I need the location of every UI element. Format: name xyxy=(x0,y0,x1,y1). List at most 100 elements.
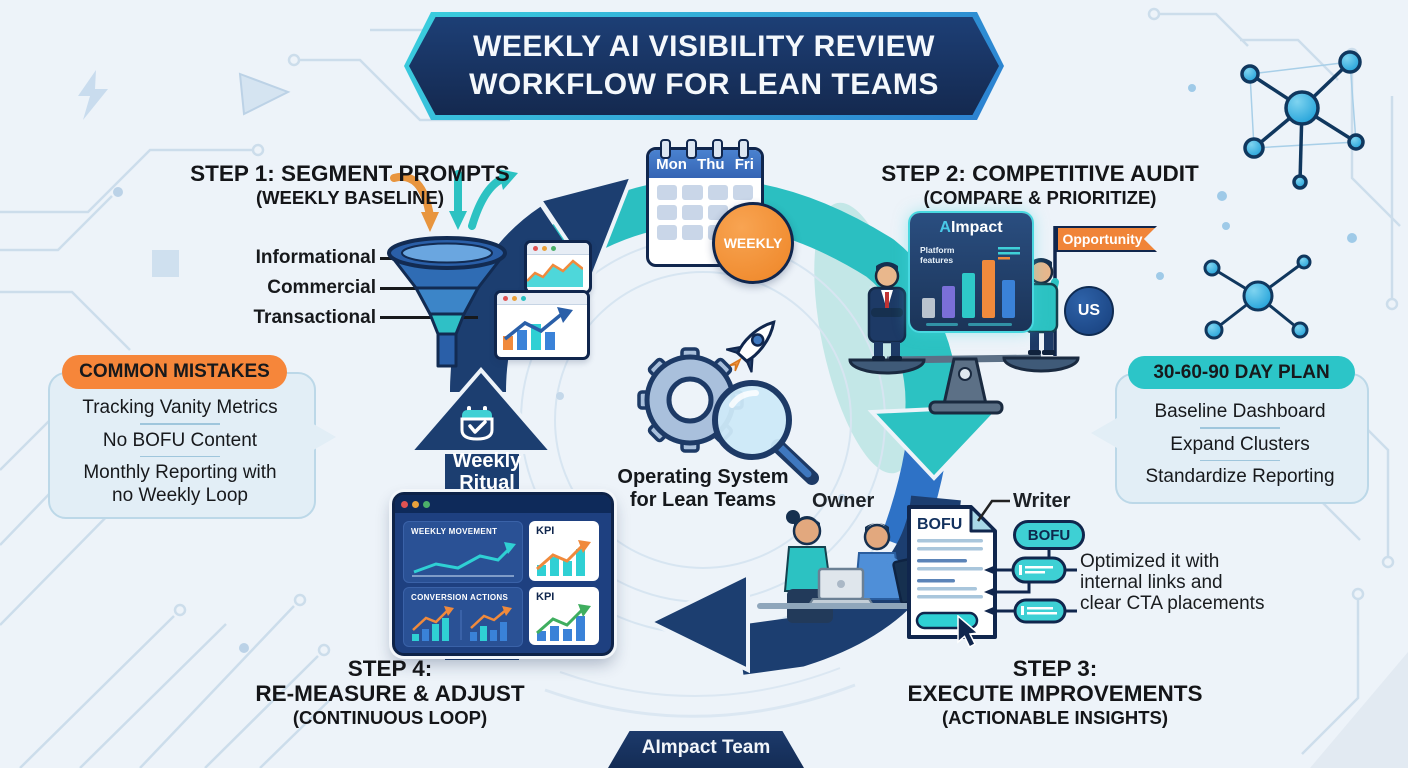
step3-line1: STEP 3: xyxy=(1012,656,1098,681)
opportunity-flag: Opportunity xyxy=(1056,226,1157,252)
movement-line-chart-icon xyxy=(412,542,516,577)
bar-chart-icon xyxy=(503,307,573,350)
mistake-item: Tracking Vanity Metrics xyxy=(82,397,278,418)
cursor-icon xyxy=(957,615,980,649)
corner-watermark xyxy=(1310,652,1408,768)
plan-box xyxy=(1115,373,1369,504)
aimpact-brand: AImpact xyxy=(939,219,1003,236)
bofu-doc-title: BOFU xyxy=(917,516,963,533)
cycle-topleft-arrowhead-icon xyxy=(536,173,636,283)
weekly-movement-panel: WEEKLY MOVEMENT xyxy=(403,521,523,583)
ritual-line2: Ritual xyxy=(459,472,515,494)
mini-chart-window-2 xyxy=(494,290,590,360)
window-bar xyxy=(497,293,587,305)
common-mistakes-list: Tracking Vanity Metrics No BOFU Content … xyxy=(56,396,304,507)
gear-magnifier-rocket-icon xyxy=(637,320,819,485)
desk-icon xyxy=(757,603,933,609)
laptop-icon xyxy=(807,567,875,606)
common-mistakes-header: COMMON MISTAKES xyxy=(62,355,287,389)
kpi2-chart-icon xyxy=(536,604,591,641)
divider xyxy=(140,423,220,425)
window-dot-icon xyxy=(412,500,419,508)
magnifier-icon xyxy=(712,380,819,485)
step2-title: STEP 2: COMPETITIVE AUDIT xyxy=(881,161,1199,186)
calendar-check-icon xyxy=(458,406,496,442)
gear-icon xyxy=(637,347,744,453)
step2-title-block: STEP 2: COMPETITIVE AUDIT (COMPARE & PRI… xyxy=(855,161,1225,209)
conversion-charts-icon xyxy=(412,606,512,641)
step4-title-block: STEP 4: RE-MEASURE & ADJUST (CONTINUOUS … xyxy=(225,656,555,729)
title-line2: WORKFLOW FOR LEAN TEAMS xyxy=(469,68,939,101)
kpi1-label: KPI xyxy=(536,525,555,537)
step1-subtitle: (WEEKLY BASELINE) xyxy=(255,187,445,208)
note-line2: internal links and xyxy=(1080,572,1223,593)
mini-chart-window-1 xyxy=(524,240,592,294)
bofu-document-icon xyxy=(907,505,997,639)
optimization-note: Optimized it with internal links and cle… xyxy=(1080,551,1300,614)
step1-title: STEP 1: SEGMENT PROMPTS xyxy=(190,161,510,186)
weekly-movement-label: WEEKLY MOVEMENT xyxy=(411,527,498,536)
step3-subtitle: (ACTIONABLE INSIGHTS) xyxy=(941,707,1169,728)
divider xyxy=(140,455,220,457)
mistakes-pointer-icon xyxy=(310,422,336,452)
center-caption-line1: Operating System xyxy=(617,466,789,488)
plan-item: Standardize Reporting xyxy=(1145,466,1335,487)
bofu-pill: BOFU xyxy=(1013,520,1085,550)
step3-title-block: STEP 3: EXECUTE IMPROVEMENTS (ACTIONABLE… xyxy=(880,656,1230,729)
step3-line2: EXECUTE IMPROVEMENTS xyxy=(907,681,1203,706)
rocket-icon xyxy=(726,320,776,373)
kpi2-label: KPI xyxy=(536,591,555,603)
window-dot-icon xyxy=(542,246,547,251)
funnel-pointer-line xyxy=(380,316,478,319)
step4-dashboard-window: WEEKLY MOVEMENT KPI CONVERSION ACTIONS xyxy=(392,492,614,656)
molecule-network-icon xyxy=(1240,50,1365,190)
cycle-bottom-arrowhead-icon xyxy=(645,570,750,674)
funnel-label-transactional: Transactional xyxy=(253,307,377,328)
step4-line2: RE-MEASURE & ADJUST xyxy=(255,681,525,706)
working-people-icon xyxy=(757,510,933,623)
businessman-figure-icon xyxy=(867,262,907,361)
aimpact-bars-icon xyxy=(922,247,1020,326)
window-bar xyxy=(395,495,611,513)
calendar-ring-icon xyxy=(686,139,697,159)
funnel-label-commercial: Commercial xyxy=(267,277,376,298)
note-line1: Optimized it with xyxy=(1080,551,1220,572)
ritual-line1: Weekly xyxy=(452,450,522,472)
window-bar xyxy=(527,243,589,255)
center-caption-line2: for Lean Teams xyxy=(629,489,777,511)
plan-list: Baseline Dashboard Expand Clusters Stand… xyxy=(1122,400,1358,488)
balance-scale-icon xyxy=(848,226,1080,415)
step1-title-block: STEP 1: SEGMENT PROMPTS (WEEKLY BASELINE… xyxy=(160,161,540,209)
plan-item: Baseline Dashboard xyxy=(1154,401,1326,422)
bofu-connectors-icon xyxy=(984,548,1077,624)
conversion-actions-label: CONVERSION ACTIONS xyxy=(411,593,509,602)
step2-subtitle: (COMPARE & PRIORITIZE) xyxy=(923,187,1157,208)
kpi-card-2: KPI xyxy=(529,587,599,645)
window-dot-icon xyxy=(512,296,517,301)
aimpact-dashboard-card: AImpact Platform features xyxy=(910,213,1032,331)
funnel-icon xyxy=(387,169,518,368)
calendar-ring-icon xyxy=(712,139,723,159)
tech-glyphs-icon xyxy=(78,70,291,277)
window-dot-icon xyxy=(551,246,556,251)
area-chart-icon xyxy=(527,259,583,287)
center-caption: Operating System for Lean Teams xyxy=(595,466,811,512)
plan-pointer-icon xyxy=(1091,418,1117,448)
aimpact-card-label: Platform features xyxy=(920,245,955,265)
window-dot-icon xyxy=(503,296,508,301)
calendar-ring-icon xyxy=(660,139,671,159)
us-badge: US xyxy=(1064,286,1114,336)
mistake-item: Monthly Reporting with no Weekly Loop xyxy=(83,462,277,506)
owner-label: Owner xyxy=(812,490,875,512)
title-line1: WEEKLY AI VISIBILITY REVIEW xyxy=(473,30,935,63)
divider xyxy=(1200,427,1280,429)
plan-item: Expand Clusters xyxy=(1170,433,1310,455)
weekly-ritual-label: Weekly Ritual xyxy=(420,450,554,494)
window-dot-icon xyxy=(401,500,408,508)
note-line3: clear CTA placements xyxy=(1080,593,1265,614)
writer-connector-line xyxy=(976,499,1010,522)
kpi1-chart-icon xyxy=(536,540,591,576)
writer-label: Writer xyxy=(1013,490,1071,512)
funnel-label-informational: Informational xyxy=(255,247,376,268)
title-banner: WEEKLY AI VISIBILITY REVIEW WORKFLOW FOR… xyxy=(404,12,1004,120)
